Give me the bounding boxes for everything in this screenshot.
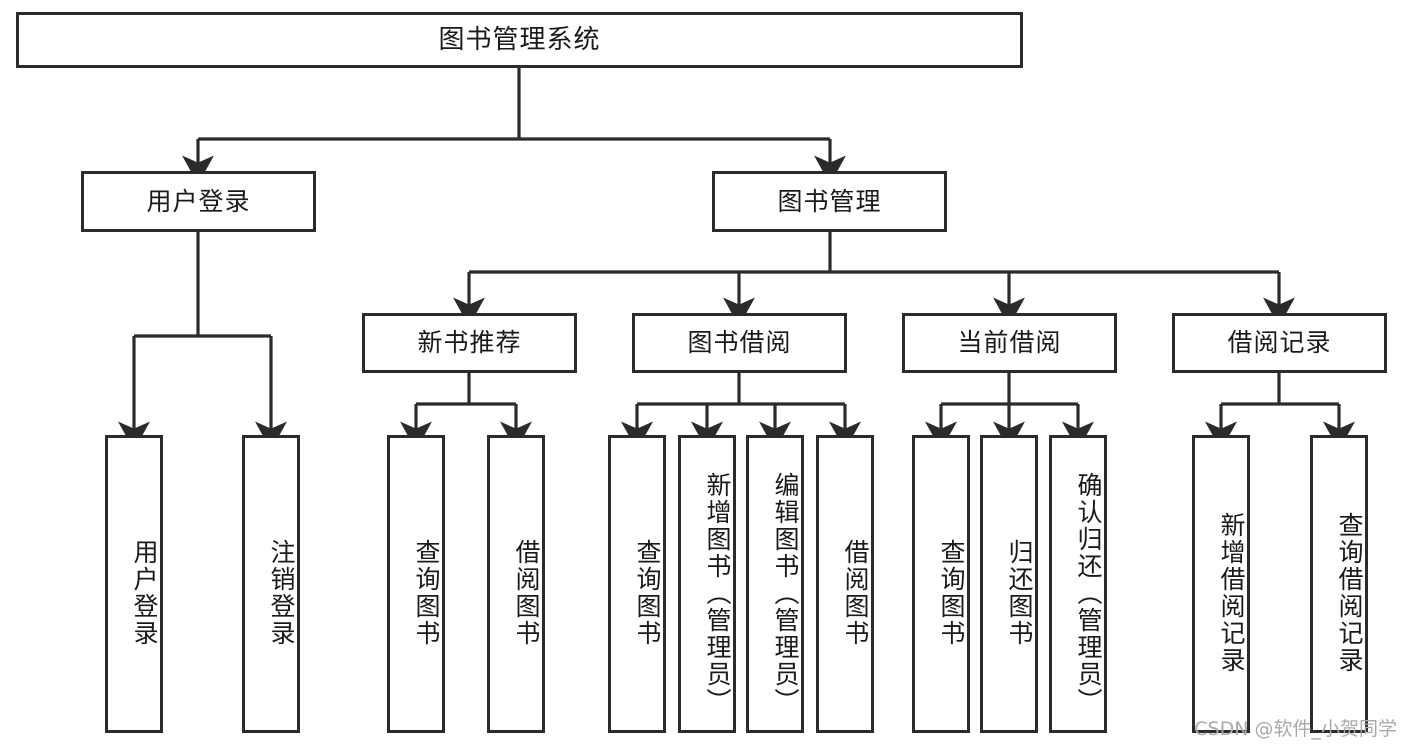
node-leaf-borrow-book-2-label: 借阅图书 [841, 539, 870, 647]
node-leaf-query-book-3[interactable]: 查询图书 [912, 435, 970, 733]
node-borrow-record[interactable]: 借阅记录 [1172, 313, 1387, 373]
node-book-mgmt[interactable]: 图书管理 [712, 171, 947, 232]
node-leaf-logout-label: 注销登录 [267, 539, 296, 647]
node-book-borrow-label: 图书借阅 [687, 328, 792, 358]
node-leaf-query-book-2-label: 查询图书 [633, 539, 662, 647]
node-leaf-query-book-3-label: 查询图书 [937, 539, 966, 647]
node-leaf-query-book-1[interactable]: 查询图书 [387, 435, 445, 733]
node-leaf-add-book-admin-label: 新增图书（管理员） [703, 471, 732, 715]
node-book-borrow[interactable]: 图书借阅 [632, 313, 847, 373]
node-leaf-query-book-2[interactable]: 查询图书 [608, 435, 666, 733]
node-leaf-query-borrow-record-label: 查询借阅记录 [1335, 512, 1364, 674]
node-leaf-return-book-label: 归还图书 [1005, 539, 1034, 647]
node-leaf-user-login[interactable]: 用户登录 [105, 435, 163, 733]
node-book-mgmt-label: 图书管理 [777, 186, 882, 216]
csdn-watermark: CSDN @软件_小贺同学 [1194, 718, 1397, 740]
node-user-login[interactable]: 用户登录 [81, 171, 316, 232]
node-leaf-borrow-book-1[interactable]: 借阅图书 [487, 435, 545, 733]
node-leaf-query-borrow-record[interactable]: 查询借阅记录 [1310, 435, 1368, 733]
node-leaf-borrow-book-2[interactable]: 借阅图书 [816, 435, 874, 733]
node-leaf-return-book[interactable]: 归还图书 [980, 435, 1038, 733]
node-current-borrow[interactable]: 当前借阅 [902, 313, 1117, 373]
node-root[interactable]: 图书管理系统 [16, 12, 1023, 68]
node-leaf-logout[interactable]: 注销登录 [242, 435, 300, 733]
node-leaf-query-book-1-label: 查询图书 [412, 539, 441, 647]
node-leaf-add-borrow-record-label: 新增借阅记录 [1217, 512, 1246, 674]
node-leaf-confirm-return-admin-label: 确认归还（管理员） [1074, 471, 1103, 715]
node-borrow-record-label: 借阅记录 [1227, 328, 1332, 358]
node-new-book-rec[interactable]: 新书推荐 [362, 313, 577, 373]
node-user-login-label: 用户登录 [146, 186, 251, 216]
node-root-label: 图书管理系统 [438, 24, 601, 55]
node-current-borrow-label: 当前借阅 [957, 328, 1062, 358]
node-leaf-borrow-book-1-label: 借阅图书 [512, 539, 541, 647]
node-new-book-rec-label: 新书推荐 [417, 328, 522, 358]
node-leaf-confirm-return-admin[interactable]: 确认归还（管理员） [1049, 435, 1107, 733]
node-leaf-add-borrow-record[interactable]: 新增借阅记录 [1192, 435, 1250, 733]
node-leaf-edit-book-admin[interactable]: 编辑图书（管理员） [746, 435, 804, 733]
node-leaf-add-book-admin[interactable]: 新增图书（管理员） [678, 435, 736, 733]
node-leaf-user-login-label: 用户登录 [130, 539, 159, 647]
node-leaf-edit-book-admin-label: 编辑图书（管理员） [771, 471, 800, 715]
